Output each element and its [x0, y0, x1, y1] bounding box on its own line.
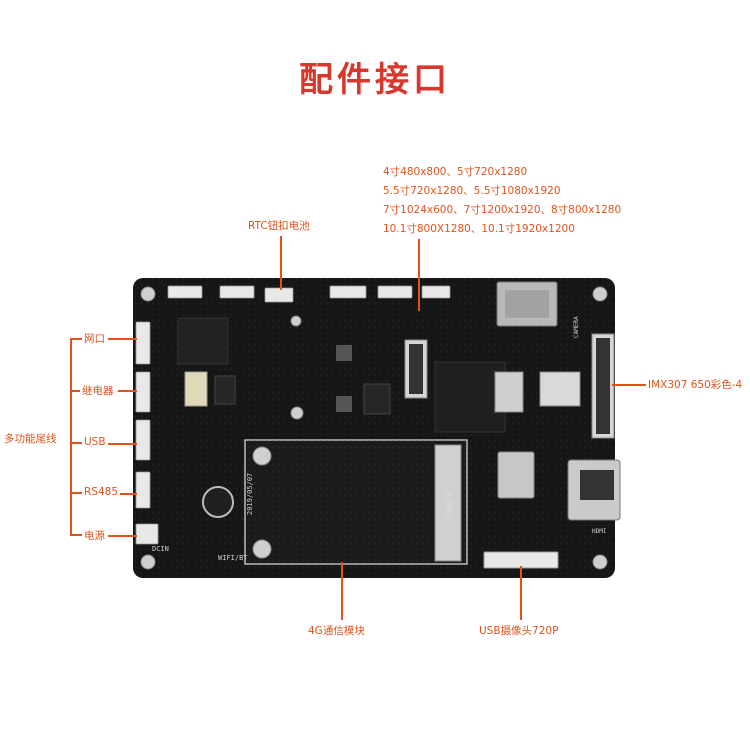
label-multi-cable: 多功能尾线	[4, 433, 57, 445]
camera-text: CAMERA	[573, 316, 580, 338]
left-connectors	[135, 321, 159, 545]
label-lan: 网口	[84, 333, 105, 345]
top-connectors	[167, 285, 451, 303]
label-camera: IMX307 650彩色-4	[648, 379, 743, 391]
leader-line	[280, 236, 282, 290]
leader-line	[341, 562, 343, 620]
resolution-line: 5.5寸720x1280、5.5寸1080x1920	[383, 185, 561, 197]
label-usb: USB	[84, 436, 106, 448]
display-resolution-list: 4寸480x800、5寸720x1280 5.5寸720x1280、5.5寸10…	[383, 163, 621, 239]
leader-line	[108, 535, 137, 537]
label-rs485: RS485	[84, 486, 119, 498]
leader-line	[108, 338, 137, 340]
leader-line	[70, 338, 82, 340]
chips	[177, 317, 581, 518]
leader-line	[118, 390, 137, 392]
leader-line	[70, 492, 82, 494]
leader-line	[418, 239, 420, 311]
fpc-connectors	[404, 333, 615, 439]
leader-line	[70, 534, 82, 536]
leader-line	[520, 566, 522, 620]
resolution-line: 7寸1024x600、7寸1200x1920、8寸800x1280	[383, 204, 622, 216]
label-usb-camera: USB摄像头720P	[479, 625, 559, 637]
label-relay: 继电器	[82, 385, 114, 397]
leader-line	[108, 443, 137, 445]
label-4g-module: 4G通信模块	[308, 625, 365, 637]
mounting-holes	[140, 286, 608, 570]
resolution-line: 10.1寸800X1280、10.1寸1920x1200	[383, 223, 575, 235]
sim-slot	[497, 451, 535, 499]
label-rtc-battery: RTC钮扣电池	[248, 220, 310, 232]
leader-bracket	[70, 338, 72, 534]
label-power: 电源	[84, 530, 105, 542]
dcin-text: DCIN	[152, 545, 169, 553]
module-date-text: 2019/05/07	[246, 473, 254, 515]
resolution-line: 4寸480x800、5寸720x1280	[383, 166, 528, 178]
wifi-text: WIFI/BT	[218, 554, 248, 562]
page-title: 配件接口	[299, 60, 451, 100]
module-code-text: 9ABFA	[445, 490, 455, 518]
leader-line	[70, 442, 82, 444]
leader-line	[612, 384, 646, 386]
hdmi-text: HDMI	[592, 528, 607, 535]
leader-line	[120, 493, 137, 495]
leader-line	[70, 390, 80, 392]
